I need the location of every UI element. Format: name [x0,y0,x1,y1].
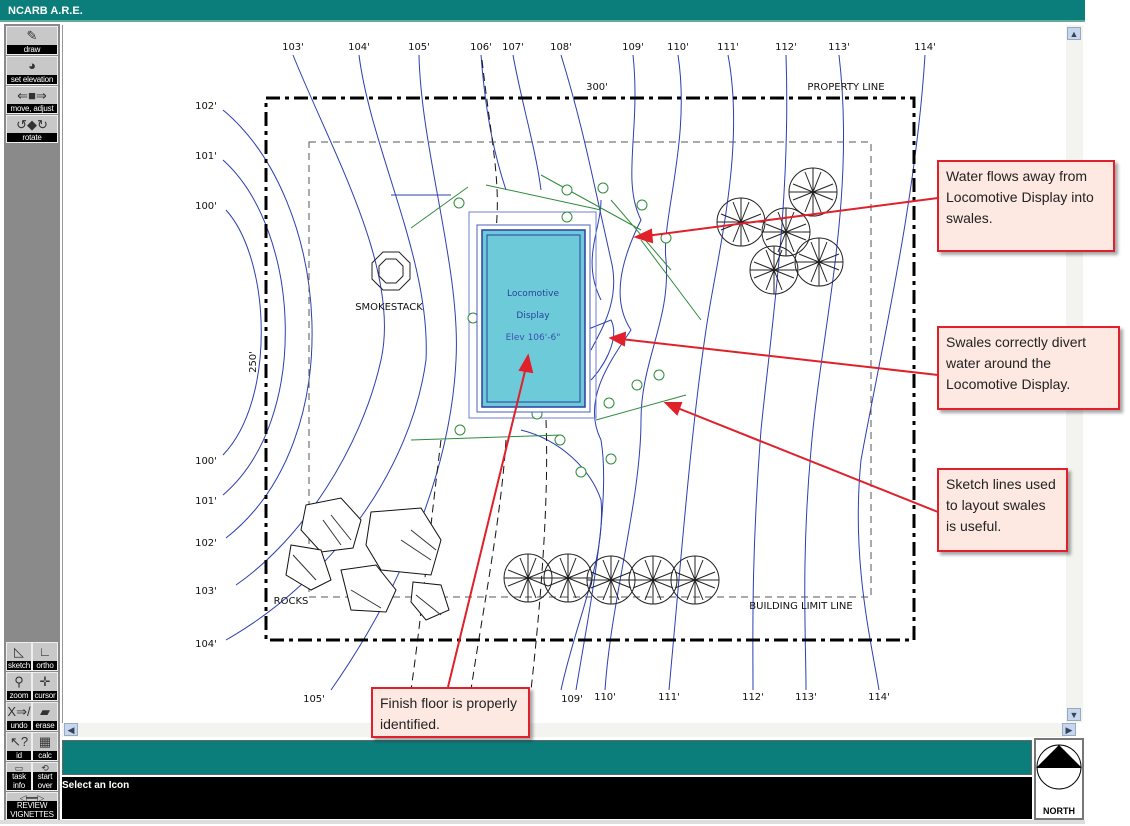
contour-label: 101' [195,496,217,507]
contour-label: 111' [658,692,680,703]
contour-label: 106' [470,42,492,53]
rotate-icon: ↺◆↻ [16,117,48,132]
start-over-button[interactable]: ⟲start over [32,762,58,791]
scroll-up-icon[interactable]: ▲ [1067,27,1081,40]
spot-elevations [453,182,672,478]
display-elevation: Elev 106'-6" [506,333,561,343]
depth-dimension: 250' [248,351,259,373]
move-icon: ⇐■⇒ [17,88,47,103]
rocks-label: ROCKS [274,596,309,607]
north-label: NORTH [1043,806,1075,816]
smokestack[interactable]: SMOKESTACK [355,251,423,313]
contour-label: 110' [594,692,616,703]
zoom-button[interactable]: ⚲zoom [6,672,32,701]
erase-button[interactable]: ▰erase [32,702,58,731]
contour-label: 108' [550,42,572,53]
display-label: Display [516,311,550,321]
horizontal-scrollbar[interactable]: ◀ ▶ [62,723,1076,737]
status-text: Select an Icon [62,780,130,791]
contour-label: 109' [561,694,583,705]
contour-label: 100' [195,456,217,467]
contour-label: 113' [828,42,850,53]
callout-finish-floor: Finish floor is properly identified. [371,687,530,738]
site-plan: 103' 104' 105' 106' 107' 108' 109' 110' … [195,42,939,705]
review-arrow-icon: ◁━━▷ [19,793,45,803]
start-over-icon: ⟲ [41,763,49,773]
sketch-button[interactable]: ◺sketch [6,642,32,671]
callout-water-flow: Water flows away from Locomotive Display… [937,160,1115,252]
status-message: Select an Icon [62,777,1032,819]
ortho-button[interactable]: ∟ortho [32,642,58,671]
property-line [264,96,916,642]
contour-label: 102' [195,101,217,112]
property-line-label: PROPERTY LINE [807,82,884,93]
cursor-icon: ✛ [39,674,51,689]
contour-label: 114' [914,42,936,53]
north-arrow: NORTH [1034,738,1084,820]
draw-button[interactable]: ✎draw [6,26,58,55]
id-icon: ↖? [9,734,29,749]
contour-lines [222,54,926,691]
window-frame [0,820,1085,824]
contour-label: 113' [795,692,817,703]
window-title: NCARB A.R.E. [0,0,1085,22]
callout-sketch-lines: Sketch lines used to layout swales is us… [937,468,1068,552]
calculator-icon: ▦ [38,734,52,749]
sketch-icon: ◺ [14,644,24,659]
contour-label: 109' [622,42,644,53]
north-arrow-icon [1036,744,1082,790]
cursor-button[interactable]: ✛cursor [32,672,58,701]
task-info-button[interactable]: ▭task info [6,762,32,791]
contour-label: 104' [195,639,217,650]
contour-labels: 103' 104' 105' 106' 107' 108' 109' 110' … [195,42,936,705]
ortho-icon: ∟ [38,644,52,659]
undo-button[interactable]: X⇒/undo [6,702,32,731]
callout-swales: Swales correctly divert water around the… [937,326,1120,410]
tool-palette: ✎draw ◕set elevation ⇐■⇒move, adjust ↺◆↻… [4,24,60,820]
contour-label: 103' [282,42,304,53]
smokestack-label: SMOKESTACK [355,302,423,313]
contour-label: 101' [195,151,217,162]
message-bar [62,740,1032,775]
locomotive-display[interactable]: Locomotive Display Elev 106'-6" [476,224,591,413]
move-adjust-button[interactable]: ⇐■⇒move, adjust [6,86,58,114]
ridge-lines [410,59,548,691]
display-label: Locomotive [507,289,559,299]
trees [503,167,844,605]
contour-label: 103' [195,586,217,597]
task-info-icon: ▭ [14,763,24,773]
set-elevation-button[interactable]: ◕set elevation [6,56,58,85]
contour-label: 105' [303,694,325,705]
contour-label: 102' [195,538,217,549]
contour-label: 107' [502,42,524,53]
elevation-icon: ◕ [28,58,36,73]
scroll-down-icon[interactable]: ▼ [1067,708,1081,721]
contour-label: 114' [868,692,890,703]
drawing-canvas[interactable]: 103' 104' 105' 106' 107' 108' 109' 110' … [62,25,1067,723]
contour-label: 104' [348,42,370,53]
contour-label: 112' [742,692,764,703]
id-button[interactable]: ↖?id [6,732,32,761]
contour-label: 100' [195,201,217,212]
review-vignettes-button[interactable]: ◁━━▷REVIEW VIGNETTES [6,792,58,820]
rocks [285,497,450,621]
width-dimension: 300' [586,82,608,93]
building-limit-label: BUILDING LIMIT LINE [749,601,852,612]
scroll-right-icon[interactable]: ▶ [1062,723,1076,736]
contour-label: 112' [775,42,797,53]
callout-arrows [447,197,939,688]
scroll-left-icon[interactable]: ◀ [64,723,78,736]
contour-label: 105' [408,42,430,53]
contour-label: 110' [667,42,689,53]
undo-icon: X⇒/ [7,704,31,719]
building-limit-line [308,141,872,598]
calc-button[interactable]: ▦calc [32,732,58,761]
rotate-button[interactable]: ↺◆↻rotate [6,115,58,143]
zoom-icon: ⚲ [14,674,24,689]
contour-label: 111' [717,42,739,53]
eraser-icon: ▰ [40,704,50,719]
pencil-icon: ✎ [26,28,38,43]
